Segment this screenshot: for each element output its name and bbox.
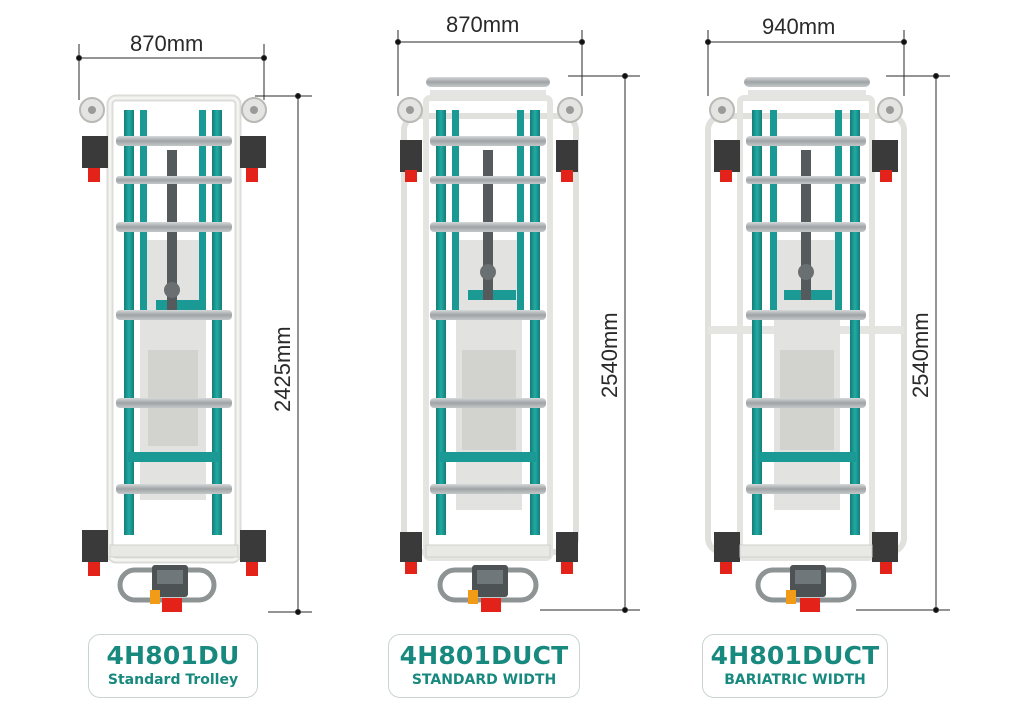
trolley-1-label-card: 4H801DU Standard Trolley bbox=[88, 634, 258, 698]
trolley-1-drawing bbox=[79, 94, 267, 612]
trolley-3-length-label: 2540mm bbox=[908, 312, 933, 398]
trolley-2-width-label: 870mm bbox=[446, 12, 520, 37]
trolley-1-length-label: 2425mm bbox=[270, 326, 295, 412]
trolley-2-model: 4H801DUCT bbox=[399, 640, 569, 670]
trolley-2-subtitle: STANDARD WIDTH bbox=[411, 672, 557, 689]
trolley-2-drawing bbox=[397, 77, 583, 612]
trolley-3-label-card: 4H801DUCT BARIATRIC WIDTH bbox=[702, 634, 888, 698]
trolley-2-length-label: 2540mm bbox=[597, 312, 622, 398]
trolley-1-subtitle: Standard Trolley bbox=[107, 672, 239, 689]
trolley-1-model: 4H801DU bbox=[106, 640, 240, 670]
trolley-3-subtitle: BARIATRIC WIDTH bbox=[724, 672, 866, 689]
trolley-1-width-label: 870mm bbox=[130, 31, 204, 56]
trolley-2-label-card: 4H801DUCT STANDARD WIDTH bbox=[388, 634, 580, 698]
trolley-3-width-label: 940mm bbox=[762, 14, 836, 39]
dimension-lines bbox=[76, 30, 950, 615]
trolley-3-drawing bbox=[705, 77, 907, 612]
trolley-3-model: 4H801DUCT bbox=[710, 640, 880, 670]
